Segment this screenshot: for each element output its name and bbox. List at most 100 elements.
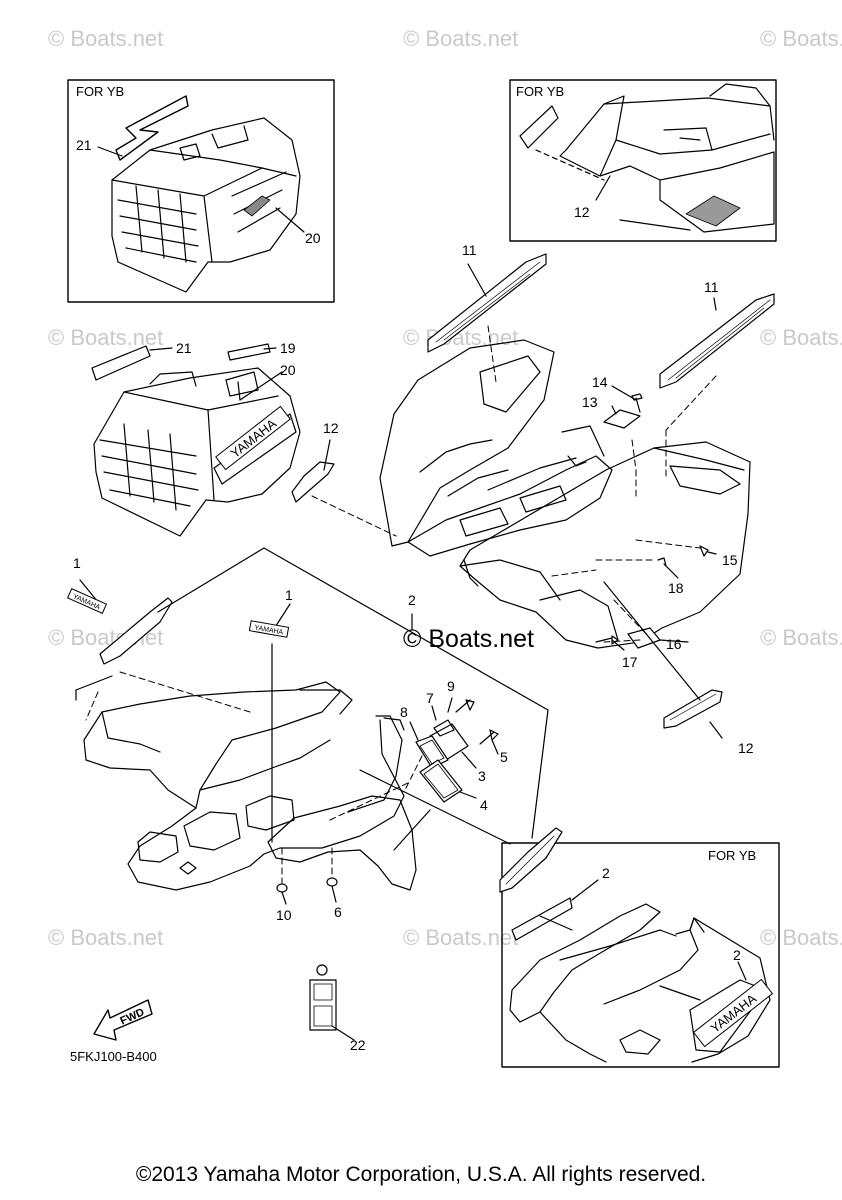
leader-line: [409, 721, 419, 741]
screw-5: [479, 729, 499, 745]
assembly-line: [119, 671, 251, 713]
decal-strip-1-left: [99, 597, 173, 665]
leader-line: [461, 751, 477, 769]
assembly-line: [487, 325, 497, 383]
callout-20: 20: [280, 362, 296, 378]
seal-4: [419, 759, 463, 803]
leader-line: [595, 175, 611, 201]
callout-18: 18: [668, 580, 684, 596]
plate-13: [603, 409, 641, 429]
fwd-arrow: [93, 999, 153, 1041]
yamaha-decal: [215, 405, 291, 471]
strip-12-right-hatch: [669, 693, 717, 721]
callout-13: 13: [582, 394, 598, 410]
clip-15: [699, 545, 709, 557]
leader-line: [709, 721, 723, 739]
grommet-10: [276, 883, 288, 893]
leader-line: [275, 207, 305, 233]
assembly-line: [311, 495, 397, 537]
callout-21: 21: [176, 340, 192, 356]
callout-2: 2: [733, 947, 741, 963]
callout-7: 7: [426, 690, 434, 706]
callout-19: 19: [280, 340, 296, 356]
callout-8: 8: [400, 704, 408, 720]
inset-label-top-right: FOR YB: [516, 84, 565, 99]
yamaha-decal: [692, 978, 774, 1048]
callout-12: 12: [574, 204, 590, 220]
screw-9: [455, 699, 475, 713]
callout-11: 11: [704, 279, 719, 295]
yamaha-decal-text: YAMAHA: [254, 625, 284, 637]
watermark: © Boats.net: [760, 325, 842, 350]
leader-line: [539, 915, 573, 931]
leader-line: [331, 885, 337, 903]
leader-line: [79, 579, 99, 603]
leader-line: [603, 581, 701, 701]
inset-box-top-right: [509, 79, 777, 242]
leader-line: [467, 263, 487, 297]
front-fender-yb-lower-illustration: [509, 897, 771, 1063]
watermark: © Boats.net: [48, 26, 164, 51]
leader-line: [707, 551, 717, 555]
leader-line: [459, 791, 477, 799]
plate-7: [433, 719, 455, 737]
leader-line: [237, 381, 241, 401]
assembly-line: [631, 439, 637, 471]
callout-11: 11: [462, 242, 477, 258]
assembly-line: [85, 691, 99, 721]
leader-line: [431, 705, 437, 721]
strip-12-right: [663, 689, 723, 729]
label-tag-22-hole: [316, 964, 328, 976]
grommet-6: [326, 877, 338, 887]
assembly-line: [603, 639, 641, 643]
leader-line: [263, 547, 549, 711]
callout-14: 14: [592, 374, 608, 390]
assembly-line: [403, 755, 423, 793]
leader-line: [611, 639, 625, 651]
leader-line: [281, 891, 287, 905]
callout-20: 20: [305, 230, 321, 246]
assembly-line: [665, 375, 717, 431]
leader-line: [149, 347, 173, 351]
leader-line: [737, 961, 747, 981]
inset-label-bottom-right: FOR YB: [708, 848, 757, 863]
callout-12: 12: [738, 740, 754, 756]
copyright-notice: ©2013 Yamaha Motor Corporation, U.S.A. A…: [135, 1163, 707, 1186]
leader-line: [447, 697, 453, 713]
leader-line: [263, 347, 277, 350]
callout-21: 21: [76, 137, 92, 153]
leader-line: [323, 439, 331, 471]
rear-fender-illustration: [379, 339, 751, 649]
leader-line: [535, 149, 605, 181]
callout-5: 5: [500, 749, 508, 765]
lid-8-inner: [419, 739, 445, 765]
leader-line: [663, 563, 679, 579]
inset-label-top-left: FOR YB: [76, 84, 125, 99]
inset-box-bottom-right: [501, 842, 780, 1068]
leader-line: [97, 146, 123, 157]
callout-22: 22: [350, 1037, 366, 1053]
front-fender-lower-illustration: [83, 681, 417, 891]
center-watermark: © Boats.net: [403, 625, 534, 653]
assembly-line: [635, 539, 701, 549]
watermark: © Boats.net: [403, 26, 519, 51]
watermark: © Boats.net: [760, 625, 842, 650]
strip-12-left: [291, 461, 335, 503]
leader-line: [531, 709, 549, 839]
inset-box-top-left: [67, 79, 335, 303]
callout-1: 1: [73, 555, 81, 571]
leader-line: [619, 219, 691, 231]
leader-line: [611, 385, 637, 401]
callout-12: 12: [323, 420, 339, 436]
callout-10: 10: [276, 907, 292, 923]
callout-16: 16: [666, 636, 682, 652]
callout-6: 6: [334, 904, 342, 920]
leader-line: [239, 371, 283, 401]
yamaha-decal: [248, 620, 290, 638]
bolt-14: [631, 393, 643, 413]
callout-9: 9: [447, 678, 455, 694]
decal-strip-1-right: [499, 827, 563, 893]
leader-line: [491, 739, 499, 755]
leader-line: [713, 297, 717, 311]
